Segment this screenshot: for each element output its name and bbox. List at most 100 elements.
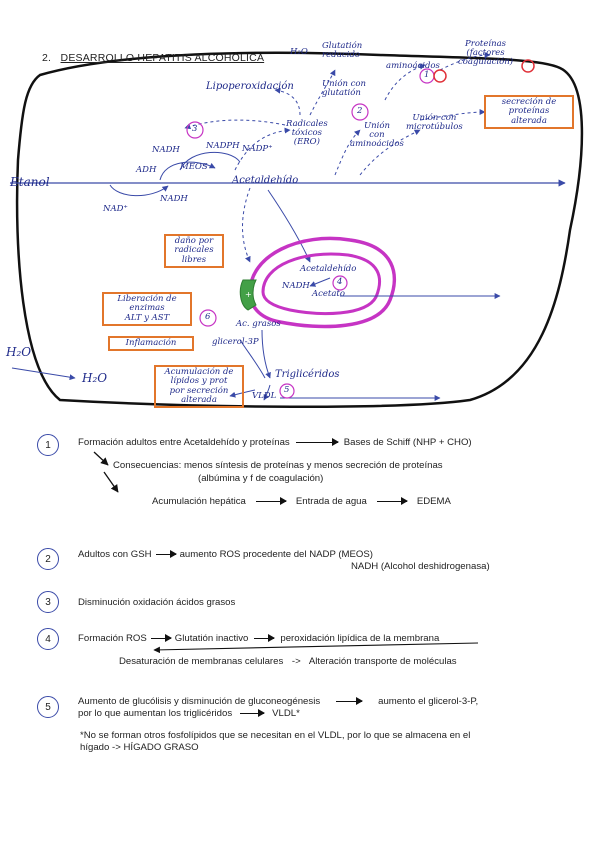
dashed-proteinas: [439, 52, 491, 71]
note-4-line2: Desaturación de membranas celulares -> A…: [119, 656, 457, 667]
section-title: 2. DESARROLLO HEPATITIS ALCOHÓLICA: [42, 52, 264, 64]
note-1-acum-a: Acumulación hepática: [152, 496, 246, 507]
dashed-aa: [334, 129, 361, 176]
label-etanol: Etanol: [10, 175, 50, 189]
diagram-circle-6: [199, 309, 217, 327]
box-dano-radicales: daño por radicales libres: [164, 234, 224, 269]
svg-text:+: +: [245, 290, 252, 299]
hepatocyte-diagram: + 2. DESARROLLO HEP: [6, 40, 584, 409]
dashed-secrecion: [419, 109, 486, 121]
dashed-circle3: [184, 119, 286, 130]
note-1-acum-c: EDEMA: [416, 496, 451, 507]
label-h2o-top: H₂O: [290, 47, 308, 57]
label-mito-nadh: NADH: [282, 281, 310, 291]
label-lipoperoxidacion: Lipoperoxidación: [206, 81, 294, 92]
note-4-line2-b: Alteración transporte de moléculas: [308, 656, 457, 667]
note-2-line2: NADH (Alcohol deshidrogenasa): [351, 561, 490, 572]
section-number: 2.: [42, 52, 52, 64]
arrow: [254, 635, 276, 642]
label-mito-acetaldehido: Acetaldehído: [300, 264, 357, 274]
diagram-drawing: +: [10, 51, 584, 409]
cell-outline: [15, 51, 584, 409]
note-5-number: 5: [37, 696, 59, 718]
label-union-glutation: Unión con glutatión: [322, 79, 367, 98]
note-4-line1-a: Formación ROS: [78, 633, 147, 644]
note-1-cons-text2: (albúmina y f de coagulación): [198, 473, 324, 484]
note-1-acumulacion: Acumulación hepática Entrada de agua EDEMA: [152, 496, 451, 507]
note-4-line2-arrow: ->: [291, 656, 301, 667]
note-5-footnote-1: *No se forman otros fosfolípidos que se …: [80, 730, 471, 741]
arrow: [155, 551, 177, 558]
label-nadh-a: NADH: [152, 145, 180, 155]
note-1-line1-a: Formación adultos entre Acetaldehído y p…: [78, 437, 290, 448]
label-meos: MEOS: [180, 162, 208, 172]
label-h2o-right: H₂O: [82, 371, 108, 385]
arrow-tg-vldl: [263, 384, 271, 401]
note-4-number: 4: [37, 628, 59, 650]
nadph-loop: [179, 151, 241, 171]
label-ac-grasos: Ac. grasos: [236, 319, 281, 329]
dashed-aminoacidos: [384, 63, 426, 101]
arrow: [240, 710, 266, 717]
note-2-number: 2: [37, 548, 59, 570]
diagram-circle-2: [351, 103, 369, 121]
arrow: [150, 635, 172, 642]
label-aminoacidos: aminoácidos: [386, 61, 440, 71]
arrow: [376, 498, 408, 505]
note-1-branch-arrows: [93, 451, 119, 493]
diagram-circle-5: [279, 383, 295, 399]
note-5-line2-b: VLDL*: [272, 708, 300, 719]
circle-label-6: 6: [205, 312, 211, 322]
dashed-to-mito: [242, 187, 251, 263]
label-vldl: VLDL: [252, 391, 277, 401]
dashed-lipoperox: [274, 87, 301, 116]
note-1-number: 1: [37, 434, 59, 456]
meos-loop: [159, 161, 216, 181]
circle-label-1: 1: [424, 70, 430, 80]
label-h2o-left: H₂O: [6, 345, 32, 359]
box-secrecion-alterada: secreción de proteínas alterada: [484, 95, 574, 130]
diagram-circle-1b: [433, 69, 447, 83]
note-1-acum-b: Entrada de agua: [295, 496, 367, 507]
note-5-line1-a: Aumento de glucólisis y disminución de g…: [78, 696, 321, 707]
box-inflamacion: Inflamación: [108, 336, 194, 352]
note-4-line1-b: Glutatión inactivo: [174, 633, 249, 644]
h2o-arrow: [11, 367, 76, 381]
box-acumulacion-lipidos: Acumulación de lípidos y prot por secrec…: [154, 365, 244, 409]
label-acetaldehido: Acetaldehído: [232, 175, 299, 186]
dashed-glutation: [309, 69, 336, 116]
arrow: [336, 698, 364, 705]
label-radicales: Radicales tóxicos (ERO): [286, 119, 328, 147]
note-4-line2-a: Desaturación de membranas celulares: [119, 656, 284, 667]
label-nadph: NADPH: [206, 141, 240, 151]
label-glutation: Glutatión reducido: [322, 41, 363, 60]
mitochondrion: +: [239, 236, 397, 329]
note-5-line2: por lo que aumentan los triglicéridos VLD…: [78, 708, 300, 719]
label-trigliceridos: Triglicéridos: [275, 369, 340, 380]
label-mito-acetato: Acetato: [312, 289, 345, 299]
note-3-line1: Disminución oxidación ácidos grasos: [78, 597, 236, 608]
circle-label-4: 4: [337, 277, 343, 287]
note-1-line1: Formación adultos entre Acetaldehído y p…: [78, 437, 472, 448]
arrow: [295, 439, 339, 446]
mito-arrow: [309, 277, 331, 287]
label-nadh-b: NADH: [160, 194, 188, 204]
dashed-radicales: [234, 127, 291, 171]
label-nad: NAD⁺: [103, 204, 128, 214]
note-2-line1-b: aumento ROS procedente del NADP (MEOS): [179, 549, 373, 560]
label-nadp: NADP⁺: [242, 144, 273, 154]
label-adh: ADH: [136, 165, 157, 175]
note-5-line1-b: aumento el glicerol-3-P,: [378, 696, 479, 707]
diagram-circle-3: [186, 121, 204, 139]
note-5-line2-a: por lo que aumentan los triglicéridos: [78, 708, 233, 719]
dashed-micro: [359, 129, 421, 176]
note-5-footnote-2: hígado -> HÍGADO GRASO: [80, 742, 199, 753]
label-glicerol: glicerol-3P: [212, 337, 259, 347]
arrow-acgrasos-tg: [261, 329, 271, 379]
diagram-circle-4: [332, 275, 348, 291]
note-4-line1-c: peroxidación lipídica de la membrana: [280, 633, 440, 644]
note-1-cons-text: menos síntesis de proteínas y menos secr…: [183, 460, 443, 471]
arrow: [255, 498, 287, 505]
